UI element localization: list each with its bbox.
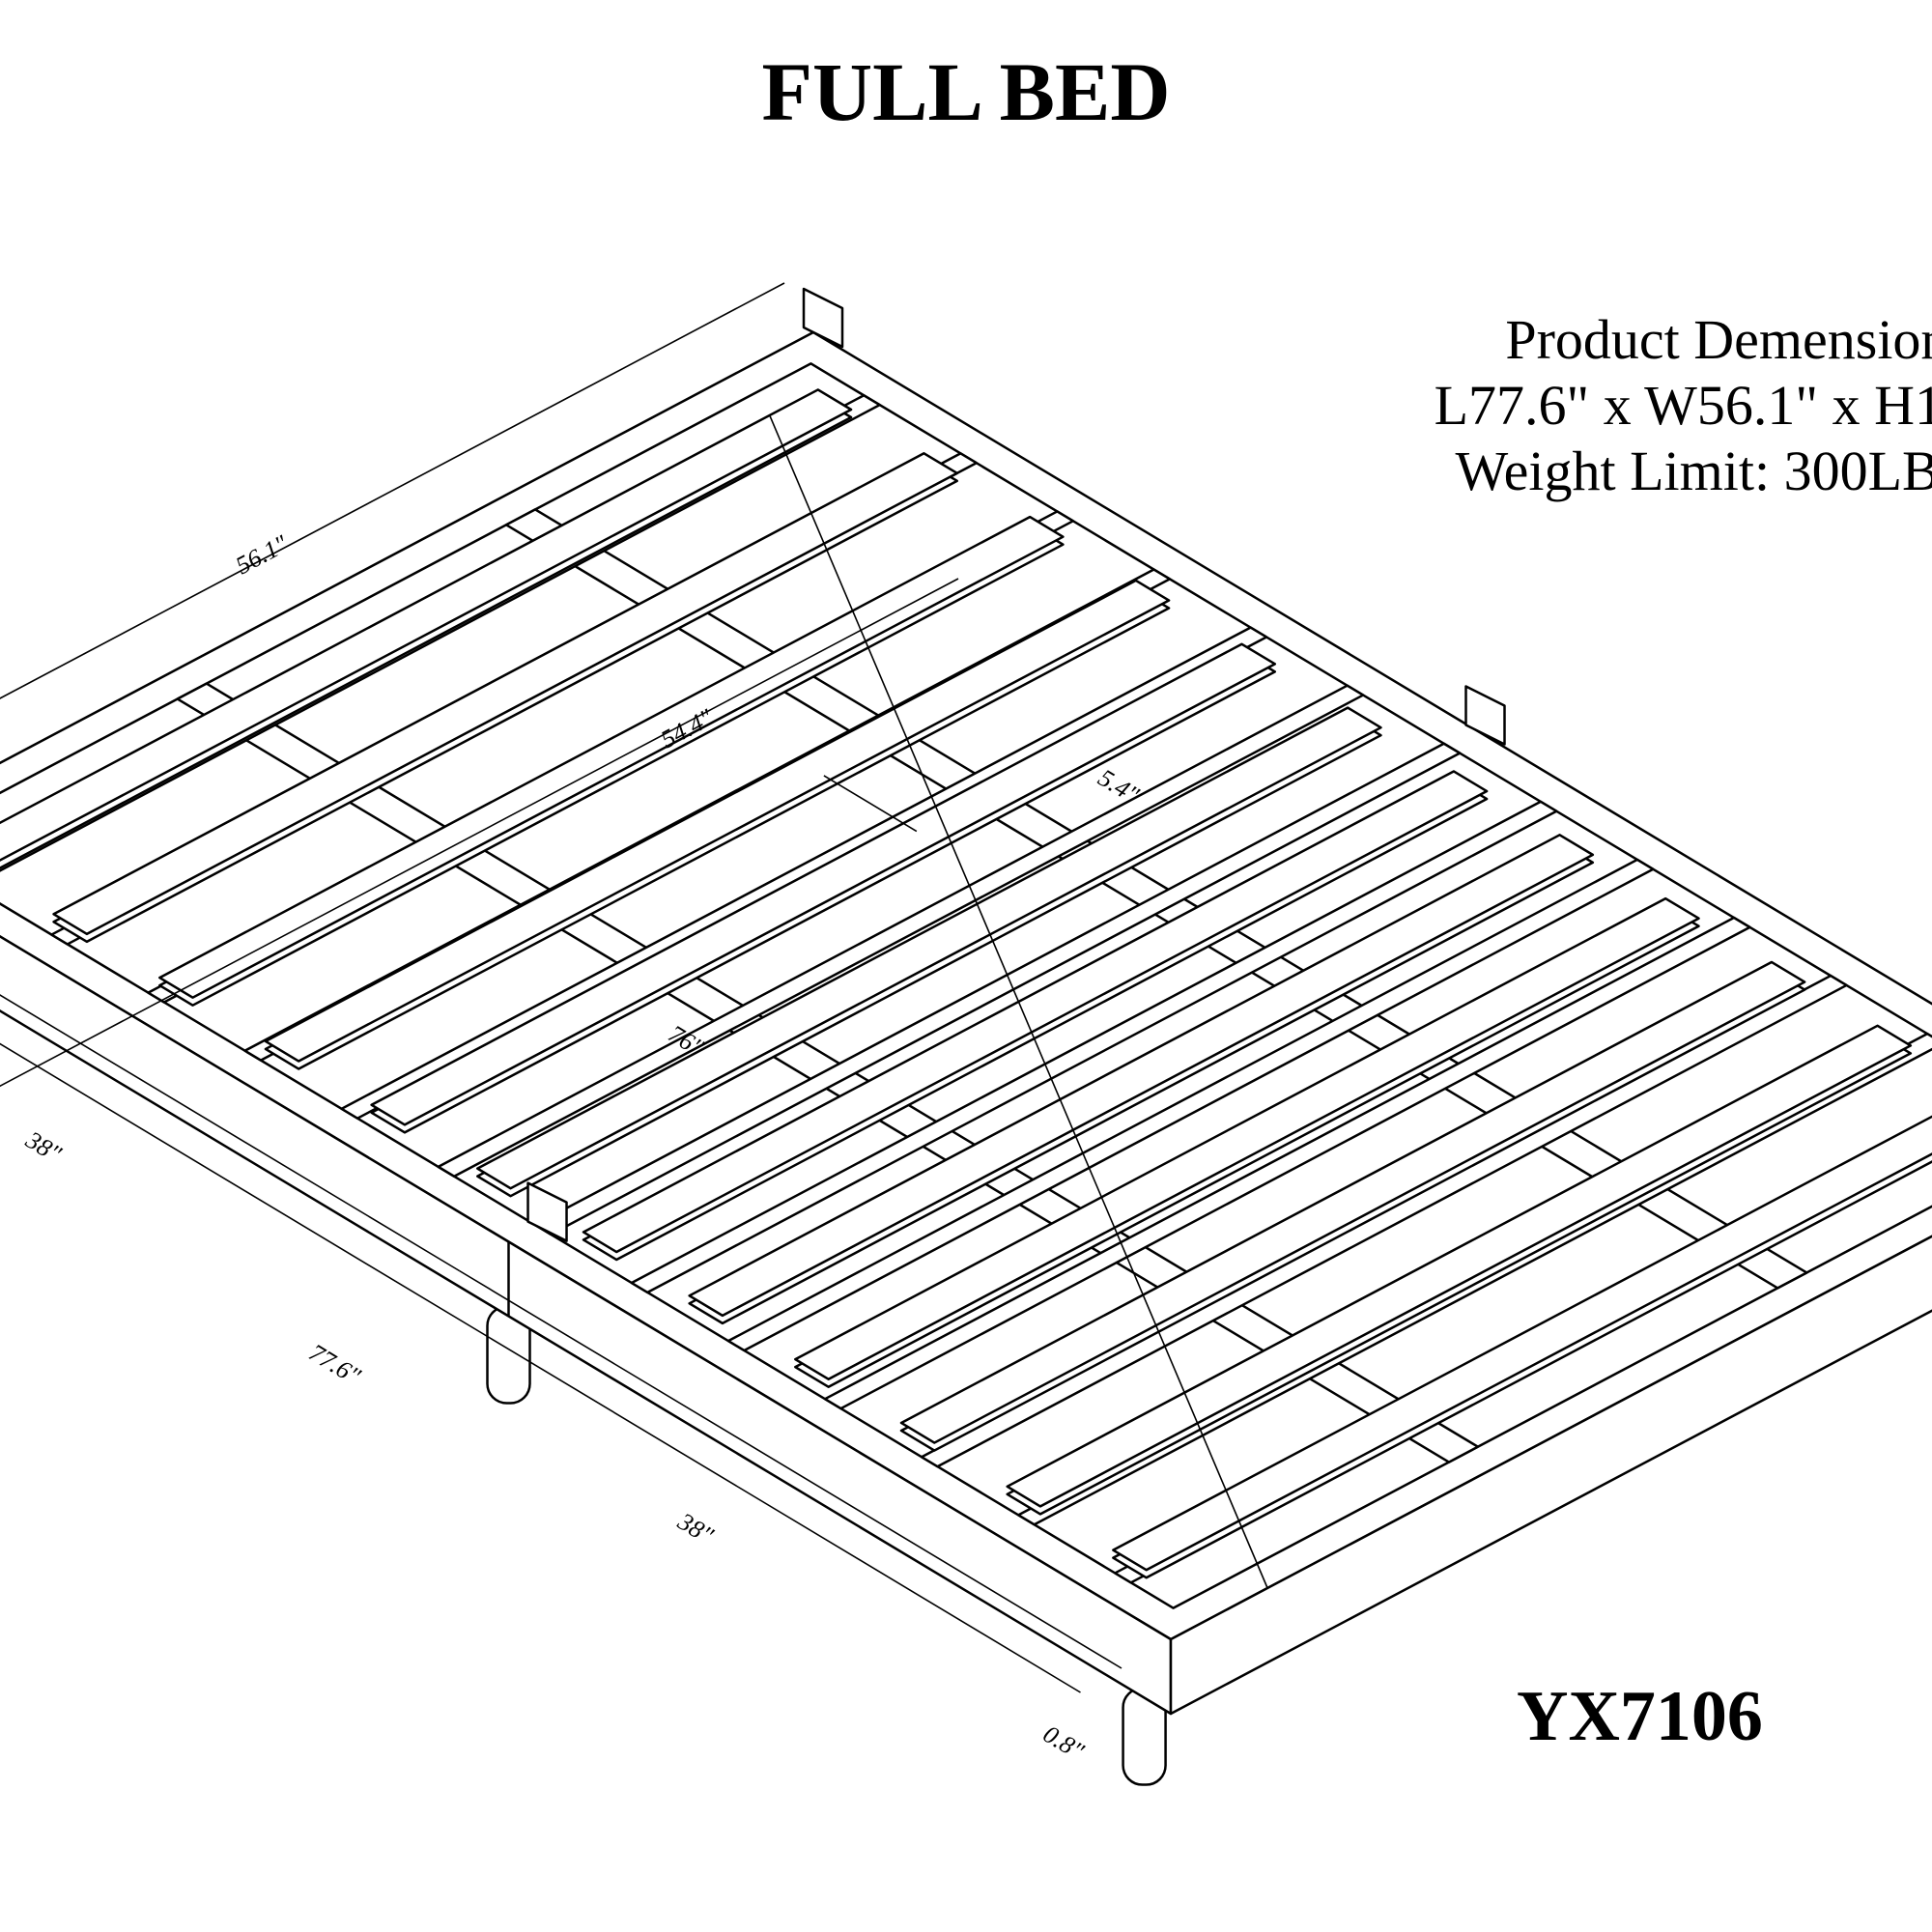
cross-bar xyxy=(340,626,1268,1120)
metal-bracket xyxy=(526,1181,568,1242)
dim-line-half-b xyxy=(459,1269,1122,1669)
slat xyxy=(1006,1024,1913,1508)
cross-bar xyxy=(630,800,1558,1294)
cross-bar xyxy=(823,916,1751,1410)
slat xyxy=(582,770,1489,1254)
slat xyxy=(0,388,853,862)
drawing-title: FULL BED xyxy=(761,45,1171,138)
model-number: YX7106 xyxy=(1517,1677,1763,1756)
dim-outer-width: 56.1" xyxy=(231,529,293,580)
dim-line-inner-length xyxy=(769,414,1268,1589)
slat xyxy=(1112,1115,1932,1572)
slat xyxy=(264,579,1171,1063)
slat xyxy=(476,706,1382,1190)
dim-half-length-b: 38" xyxy=(672,1507,719,1549)
metal-bracket xyxy=(802,287,844,349)
slat xyxy=(899,960,1806,1444)
specs-weight-limit: Weight Limit: 300LBS xyxy=(1455,440,1932,502)
dim-line-half-a xyxy=(0,994,460,1272)
cross-bar xyxy=(726,858,1655,1352)
slat xyxy=(688,834,1595,1318)
metal-bracket xyxy=(1464,685,1506,746)
dim-line-inner-width xyxy=(0,578,959,1088)
footboard-face xyxy=(1169,1235,1932,1716)
slat xyxy=(370,642,1277,1126)
dim-line-slat-gap xyxy=(823,775,918,833)
specs-heading: Product Demensions xyxy=(1505,308,1932,371)
dim-line-width xyxy=(0,282,785,699)
cross-bar xyxy=(437,684,1365,1179)
dim-half-length-a: 38" xyxy=(20,1125,67,1168)
specs-dimensions: L77.6" x W56.1" x H10 xyxy=(1434,374,1932,437)
dim-line-length xyxy=(0,1042,1081,1693)
dim-outer-length: 77.6" xyxy=(304,1338,365,1390)
product-specs: Product Demensions L77.6" x W56.1" x H10… xyxy=(1435,307,1932,504)
slat xyxy=(158,515,1065,999)
dim-rail-thickness: 0.8" xyxy=(1038,1719,1089,1765)
slat xyxy=(794,896,1700,1380)
slat xyxy=(52,452,958,936)
